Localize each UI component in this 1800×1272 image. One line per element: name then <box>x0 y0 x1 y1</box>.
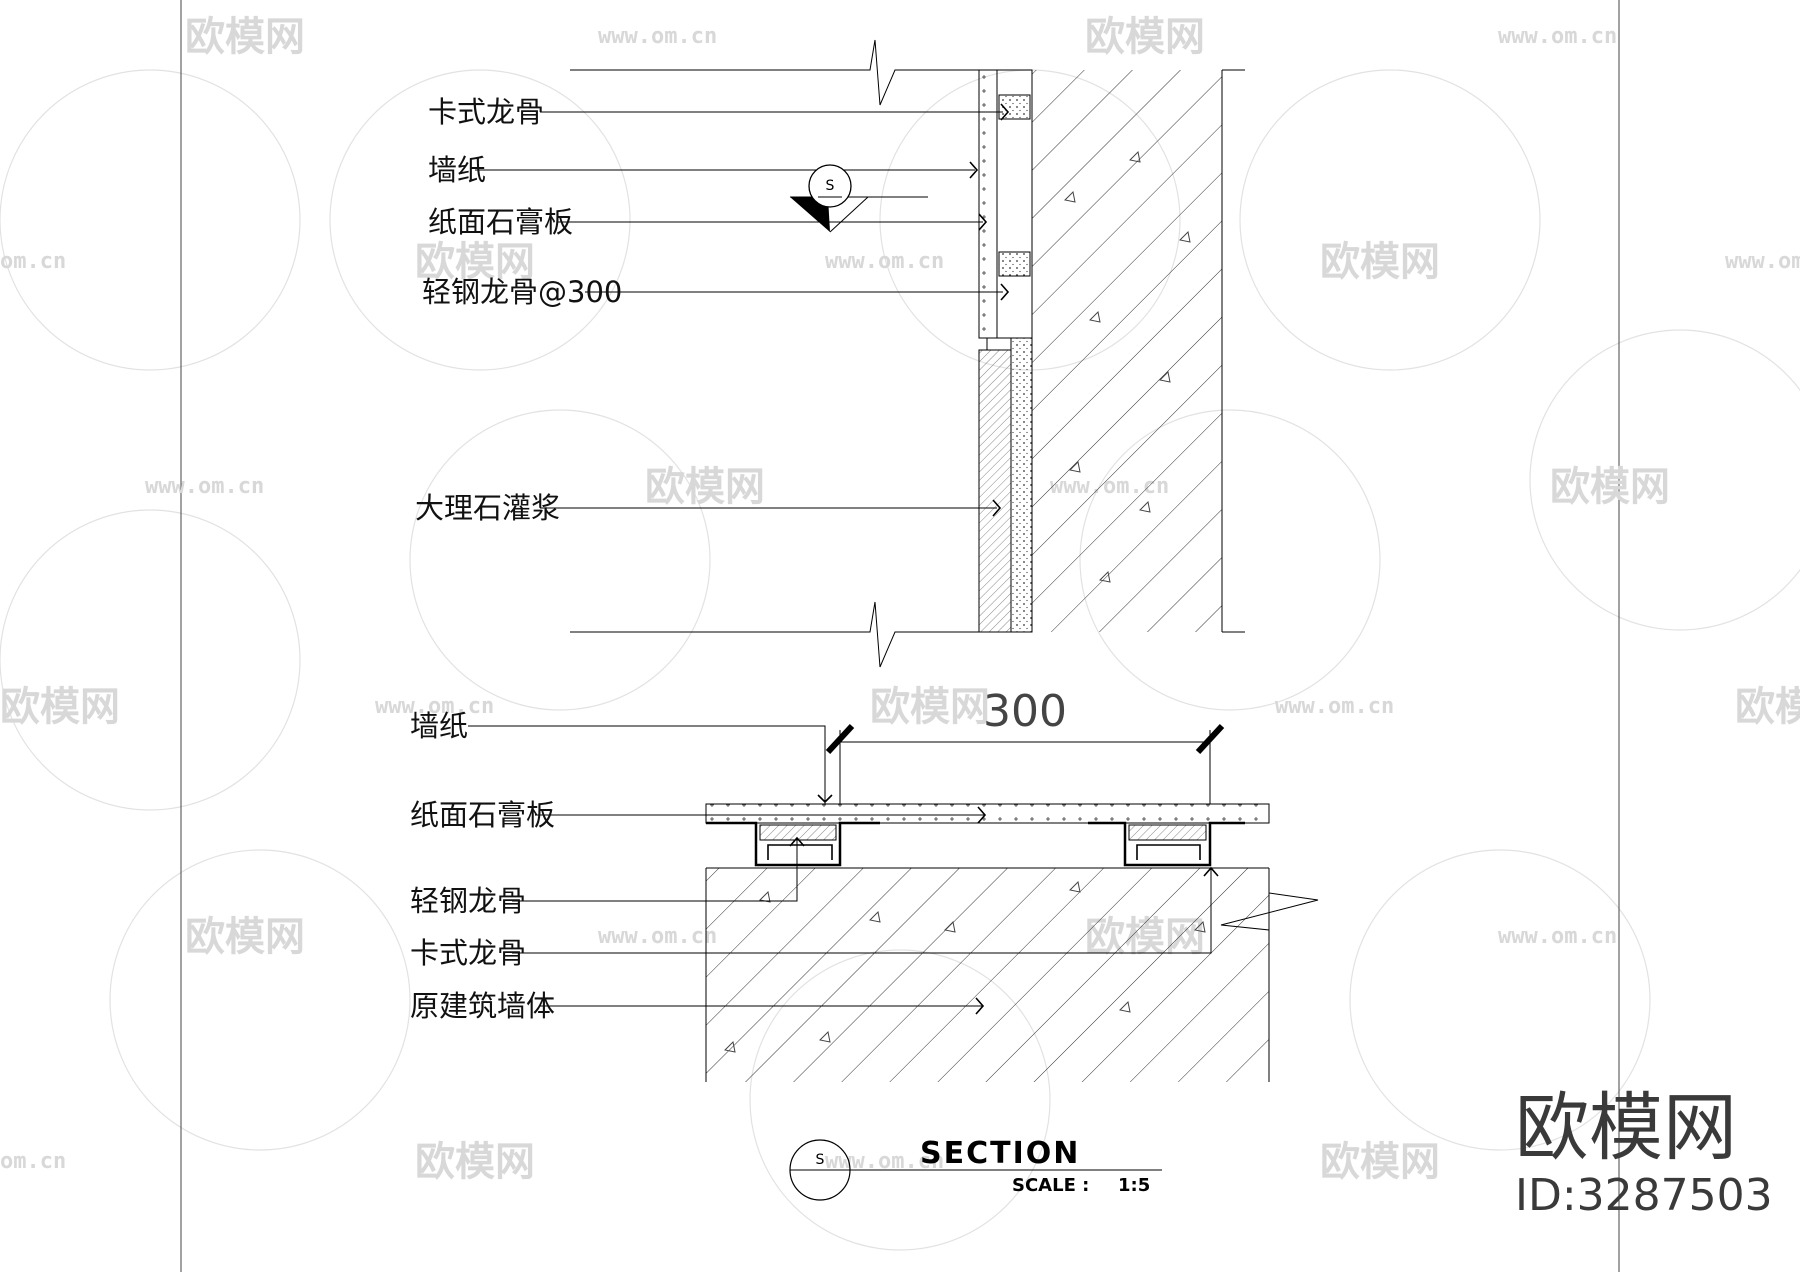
label-original-wall: 原建筑墙体 <box>410 989 555 1023</box>
label-card-keel: 卡式龙骨 <box>428 95 544 129</box>
label-light-steel-keel: 轻钢龙骨@300 <box>422 275 622 309</box>
lower-section: 300 墙纸 纸面石膏板 轻钢龙骨 卡式龙骨 原建筑墙体 <box>410 686 1319 1082</box>
section-title: SECTION <box>920 1136 1080 1171</box>
dimension-300: 300 <box>983 686 1067 737</box>
label-gypsum-board-2: 纸面石膏板 <box>410 798 555 832</box>
svg-text:欧模网: 欧模网 <box>1735 684 1800 730</box>
label-marble-grout: 大理石灌浆 <box>415 491 560 525</box>
label-light-steel-keel-2: 轻钢龙骨 <box>410 884 526 918</box>
svg-text:S: S <box>816 1152 825 1168</box>
watermark-arcs <box>0 69 1800 1251</box>
svg-text:欧模网: 欧模网 <box>415 239 535 285</box>
scale-value: 1:5 <box>1118 1175 1150 1196</box>
corner-watermark: 欧模网 ID:3287503 <box>1515 1085 1773 1221</box>
label-card-keel-2: 卡式龙骨 <box>410 936 526 970</box>
svg-text:欧模网: 欧模网 <box>0 684 120 730</box>
svg-text:www.om.cn: www.om.cn <box>375 694 494 719</box>
label-wallpaper: 墙纸 <box>428 153 486 187</box>
svg-text:www.om.cn: www.om.cn <box>145 474 264 499</box>
svg-text:欧模网: 欧模网 <box>185 914 305 960</box>
svg-text:欧模网: 欧模网 <box>1320 239 1440 285</box>
svg-text:www.om.cn: www.om.cn <box>1498 924 1617 949</box>
svg-text:www.om.cn: www.om.cn <box>1498 24 1617 49</box>
svg-text:欧模网: 欧模网 <box>1085 14 1205 60</box>
svg-text:欧模网: 欧模网 <box>1515 1085 1737 1171</box>
svg-text:欧模网: 欧模网 <box>645 464 765 510</box>
label-wallpaper-2: 墙纸 <box>410 709 468 743</box>
svg-text:ID:3287503: ID:3287503 <box>1515 1170 1773 1221</box>
svg-text:欧模网: 欧模网 <box>185 14 305 60</box>
svg-text:欧模网: 欧模网 <box>1550 464 1670 510</box>
scale-label: SCALE : <box>1012 1175 1089 1196</box>
svg-text:www.om.cn: www.om.cn <box>825 249 944 274</box>
label-gypsum-board: 纸面石膏板 <box>428 205 573 239</box>
svg-text:欧模网: 欧模网 <box>870 684 990 730</box>
svg-text:www.om.cn: www.om.cn <box>1275 694 1394 719</box>
svg-text:www.om.cn: www.om.cn <box>1725 249 1800 274</box>
upper-section: S 卡式龙骨 墙纸 纸面石膏板 轻钢龙骨@300 大理石灌浆 <box>415 39 1245 668</box>
svg-text:om.cn: om.cn <box>0 1149 66 1174</box>
svg-text:www.om.cn: www.om.cn <box>598 924 717 949</box>
svg-text:欧模网: 欧模网 <box>1320 1139 1440 1185</box>
svg-text:www.om.cn: www.om.cn <box>598 24 717 49</box>
svg-text:S: S <box>826 178 835 194</box>
title-block: S SECTION SCALE : 1:5 <box>789 1136 1162 1201</box>
svg-text:欧模网: 欧模网 <box>415 1139 535 1185</box>
svg-text:om.cn: om.cn <box>0 249 66 274</box>
section-marker: S <box>790 164 928 233</box>
